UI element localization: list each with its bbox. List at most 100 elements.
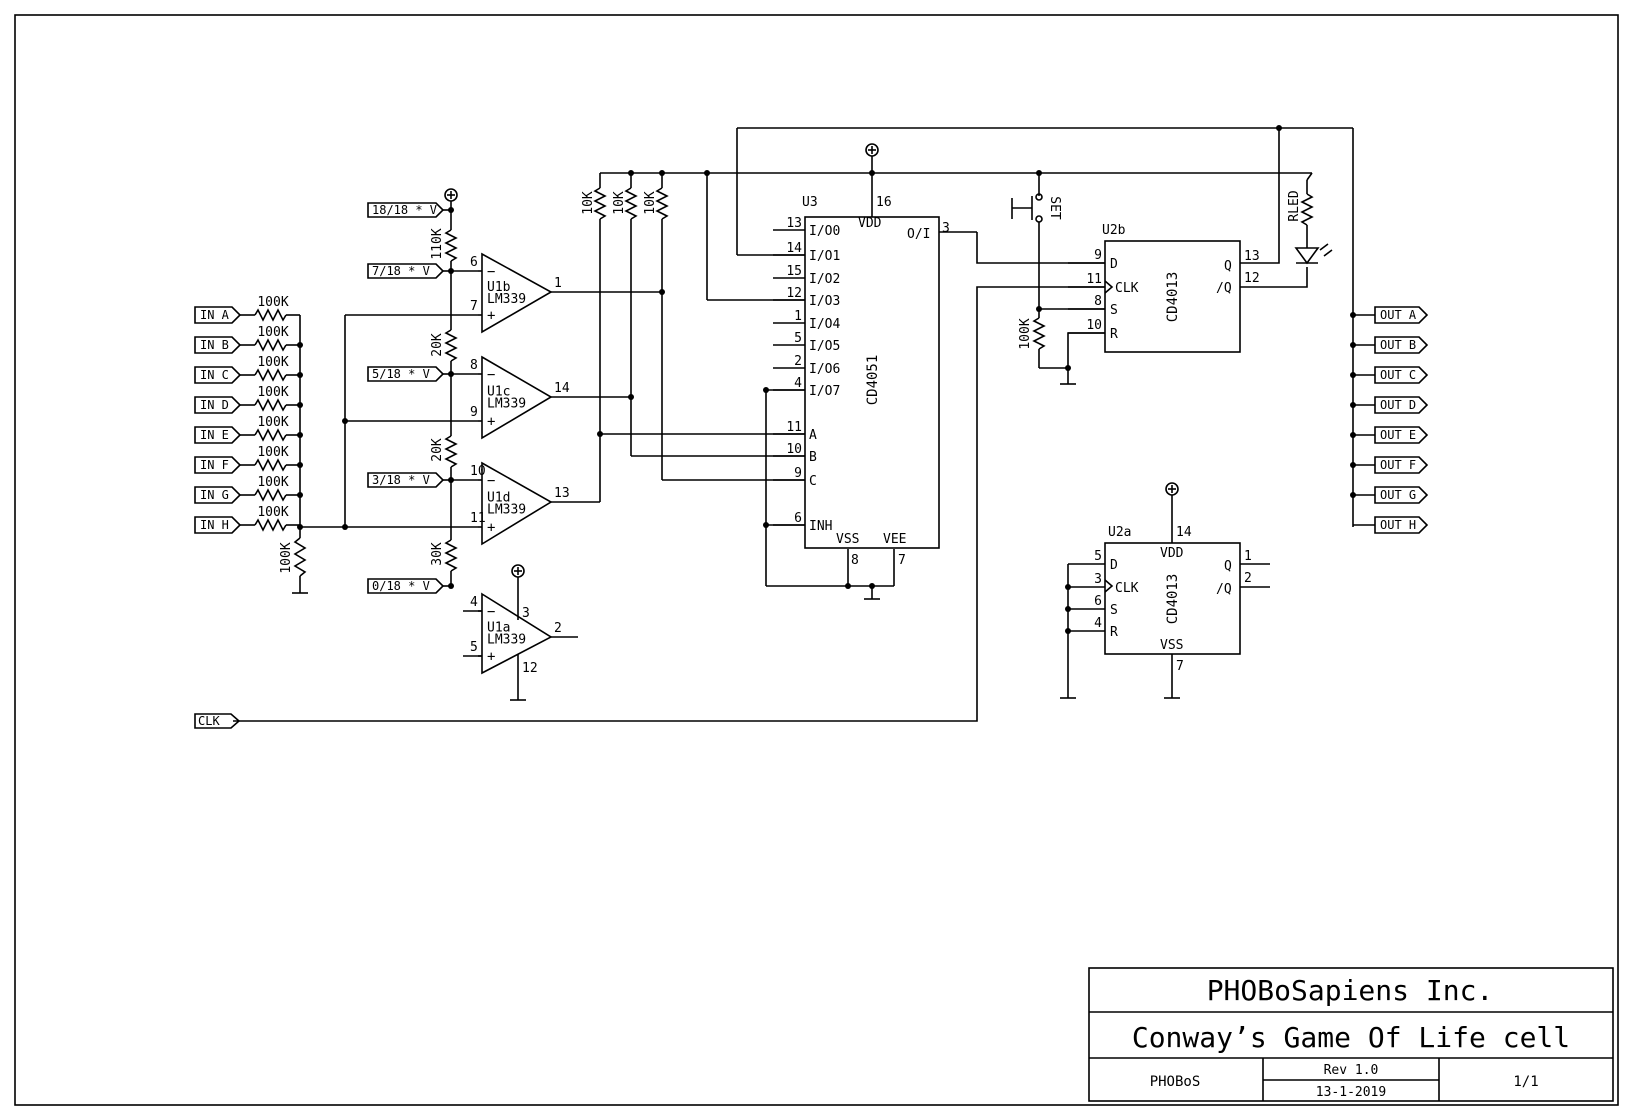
- pin-number: 10: [470, 464, 486, 479]
- pullup-network: 10K 10K 10K: [551, 127, 1353, 600]
- input-label-text: IN C: [200, 368, 229, 382]
- pin-number: 9: [794, 466, 802, 481]
- input-resistor-value: 100K: [257, 355, 288, 370]
- mux-out-label: O/I: [907, 227, 930, 242]
- output-label-5: OUT F: [1350, 456, 1429, 474]
- mux-pin-6: I/O62: [773, 354, 840, 377]
- sheet-border: [14, 14, 1619, 1106]
- minus-sign: −: [487, 264, 495, 280]
- pin-number: 13: [786, 216, 802, 231]
- comparators: −+U1bLM339671−+U1cLM3398914−+U1dLM339101…: [463, 252, 578, 701]
- vref-label-text: 7/18 * V: [372, 264, 430, 278]
- mux-pin-9: B 10: [773, 442, 817, 465]
- comparator-ref: U1a: [487, 621, 510, 636]
- vref-label-0: 18/18 * V: [367, 202, 451, 218]
- vref-label-text: 0/18 * V: [372, 579, 430, 593]
- mux-pin-2: I/O2 15: [773, 264, 840, 287]
- pin-name: R: [1110, 327, 1118, 342]
- output-label-text: OUT G: [1380, 488, 1416, 502]
- set-resistor-value: 100K: [1018, 318, 1033, 349]
- comparator-part: LM339: [487, 503, 526, 518]
- output-label-text: OUT H: [1380, 518, 1416, 532]
- divider-r3-value: 20K: [430, 438, 445, 462]
- pin-number: 4: [470, 595, 478, 610]
- minus-sign: −: [487, 473, 495, 489]
- u2b-q-pin: 13: [1244, 249, 1260, 264]
- mux-ref: U3: [802, 195, 818, 210]
- mux-vss-pin: 8: [851, 553, 859, 568]
- clk-label: CLK: [194, 713, 241, 729]
- led-resistor-label: RLED: [1287, 190, 1302, 221]
- pin-name: B: [809, 450, 817, 465]
- pin-number: 11: [786, 420, 802, 435]
- u2a-q-label: Q: [1224, 559, 1232, 574]
- u2a-nq-label: /Q: [1216, 582, 1232, 597]
- minus-sign: −: [487, 604, 495, 620]
- pin-name: CLK: [1115, 281, 1139, 296]
- pullup-1-value: 10K: [581, 191, 596, 215]
- pin-number: 14: [554, 381, 570, 396]
- pin-number: 2: [794, 354, 802, 369]
- minus-sign: −: [487, 367, 495, 383]
- input-label-text: IN H: [200, 518, 229, 532]
- pin-number: 5: [470, 640, 478, 655]
- comparator-part: LM339: [487, 633, 526, 648]
- pin-number: 10: [786, 442, 802, 457]
- pin-number: 4: [794, 376, 802, 391]
- output-label-text: OUT E: [1380, 428, 1416, 442]
- comparator-part: LM339: [487, 292, 526, 307]
- plus-sign: +: [487, 649, 495, 665]
- pin-number: 8: [1094, 294, 1102, 309]
- flipflop_b-pin-0: D9: [1068, 248, 1118, 272]
- vref-label-1: 7/18 * V: [367, 263, 451, 279]
- output-label-text: OUT C: [1380, 368, 1416, 382]
- vref-label-text: 5/18 * V: [372, 367, 430, 381]
- pin-name: A: [809, 428, 817, 443]
- u2a-vdd-pin: 14: [1176, 525, 1192, 540]
- pin-number: 14: [786, 241, 802, 256]
- pin-number: 15: [786, 264, 802, 279]
- date: 13-1-2019: [1316, 1085, 1386, 1100]
- comparator-ref: U1d: [487, 491, 510, 506]
- schematic-title: Conway’s Game Of Life cell: [1132, 1021, 1570, 1054]
- pin-number: 4: [1094, 616, 1102, 631]
- u2b-ref: U2b: [1102, 223, 1126, 238]
- mux-pin-4: I/O41: [773, 309, 840, 332]
- pin-number: 8: [470, 358, 478, 373]
- pin-number: 1: [554, 276, 562, 291]
- mux-vdd-pin: 16: [876, 195, 892, 210]
- u2a-ref: U2a: [1108, 525, 1131, 540]
- pin-number: 11: [470, 511, 486, 526]
- output-label-2: OUT C: [1350, 366, 1429, 384]
- pin-number: 9: [1094, 248, 1102, 263]
- company-name: PHOBoSapiens Inc.: [1207, 974, 1494, 1007]
- u2b-nq-label: /Q: [1216, 281, 1232, 296]
- comparator-part: LM339: [487, 397, 526, 412]
- pin-name: D: [1110, 558, 1118, 573]
- vref-label-text: 18/18 * V: [372, 203, 437, 217]
- clk-label-text: CLK: [198, 714, 220, 728]
- pin-name: I/O0: [809, 224, 840, 239]
- u2a-part: CD4013: [1165, 574, 1181, 625]
- pin-number: 5: [1094, 549, 1102, 564]
- pin-name: I/O2: [809, 272, 840, 287]
- pin-name: INH: [809, 519, 832, 534]
- mux-vdd-label: VDD: [858, 216, 882, 231]
- flipflop_b-pin-2: S8: [1068, 294, 1118, 318]
- pin-number: 12: [786, 286, 802, 301]
- input-label-text: IN B: [200, 338, 229, 352]
- output-label-text: OUT A: [1380, 308, 1417, 322]
- input-label-text: IN D: [200, 398, 229, 412]
- flipflop_b-pin-3: R10: [1068, 318, 1118, 342]
- flipflop_a-pin-0: D5: [1068, 549, 1118, 573]
- plus-sign: +: [487, 414, 495, 430]
- pin-name: S: [1110, 603, 1118, 618]
